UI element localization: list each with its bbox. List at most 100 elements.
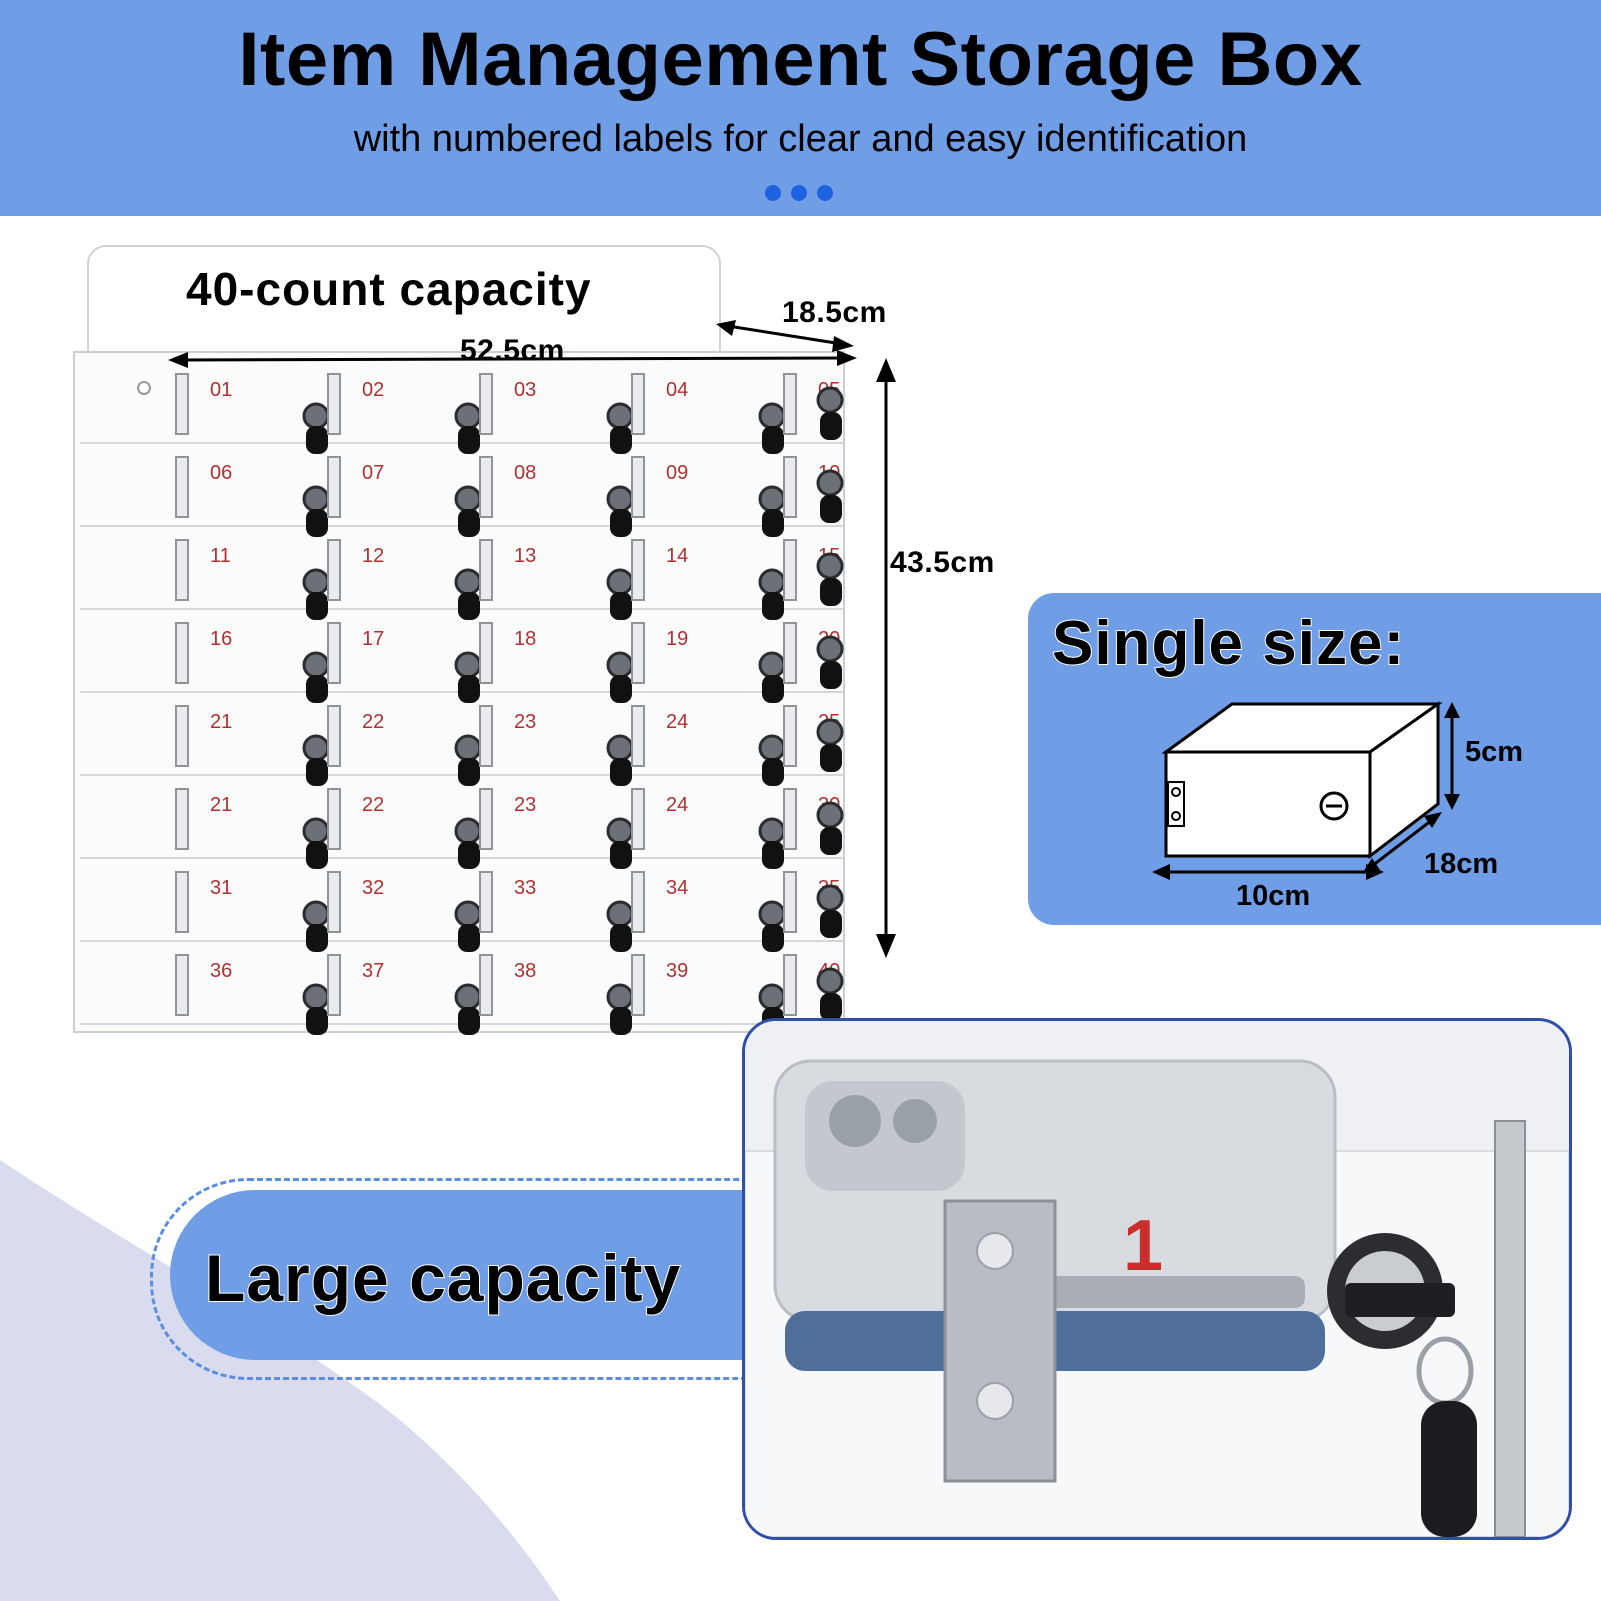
hinge-icon	[175, 954, 189, 1016]
decorative-dots	[765, 185, 833, 201]
key-icon	[458, 675, 480, 703]
key-icon	[610, 841, 632, 869]
compartment-number: 39	[666, 960, 688, 982]
hinge-icon	[327, 954, 341, 1016]
single-height-label: 5cm	[1465, 736, 1524, 768]
depth-dimension-label: 18.5cm	[782, 296, 887, 329]
single-box-diagram	[1152, 701, 1460, 880]
hinge-icon	[631, 373, 645, 435]
hinge-icon	[327, 456, 341, 518]
key-icon	[820, 910, 842, 938]
compartment-number: 24	[666, 711, 688, 733]
lock-icon	[302, 402, 330, 430]
key-icon	[306, 841, 328, 869]
key-icon	[610, 509, 632, 537]
hinge-icon	[175, 373, 189, 435]
header-band: Item Management Storage Box with numbere…	[0, 0, 1601, 216]
key-icon	[610, 1007, 632, 1035]
lock-icon	[758, 734, 786, 762]
key-icon	[306, 426, 328, 454]
lock-icon	[606, 568, 634, 596]
hinge-icon	[783, 954, 797, 1016]
key-icon	[458, 758, 480, 786]
closeup-illustration	[745, 1021, 1569, 1537]
lock-icon	[454, 651, 482, 679]
compartment-number: 33	[514, 877, 536, 899]
lock-icon	[816, 386, 844, 414]
hinge-icon	[783, 373, 797, 435]
hinge-icon	[175, 788, 189, 850]
hinge-icon	[783, 539, 797, 601]
key-icon	[306, 758, 328, 786]
hinge-icon	[783, 622, 797, 684]
compartment-number: 23	[514, 711, 536, 733]
compartment-number: 38	[514, 960, 536, 982]
hinge-icon	[631, 622, 645, 684]
lock-icon	[454, 900, 482, 928]
lock-icon	[454, 402, 482, 430]
key-icon	[762, 426, 784, 454]
hinge-icon	[783, 456, 797, 518]
hinge-icon	[479, 622, 493, 684]
key-icon	[820, 744, 842, 772]
dot-icon	[817, 185, 833, 201]
lock-icon	[606, 900, 634, 928]
key-icon	[306, 1007, 328, 1035]
compartment-number: 04	[666, 379, 688, 401]
key-icon	[306, 592, 328, 620]
hinge-icon	[631, 539, 645, 601]
compartment-number: 08	[514, 462, 536, 484]
closeup-photo: 1	[742, 1018, 1572, 1540]
single-depth-label: 18cm	[1424, 848, 1499, 880]
compartment-number: 14	[666, 545, 688, 567]
compartment-number: 21	[210, 794, 232, 816]
key-icon	[458, 426, 480, 454]
lock-icon	[302, 651, 330, 679]
compartment-number: 09	[666, 462, 688, 484]
compartment-number: 22	[362, 794, 384, 816]
page-subtitle: with numbered labels for clear and easy …	[353, 118, 1248, 160]
key-icon	[458, 841, 480, 869]
hinge-icon	[175, 622, 189, 684]
hinge-icon	[327, 705, 341, 767]
compartment-number-label: 1	[1123, 1206, 1164, 1286]
compartment-number: 31	[210, 877, 232, 899]
hinge-icon	[479, 954, 493, 1016]
key-icon	[458, 509, 480, 537]
lock-icon	[758, 900, 786, 928]
compartment-number: 21	[210, 711, 232, 733]
key-icon	[306, 509, 328, 537]
hinge-icon	[327, 539, 341, 601]
hinge-icon	[175, 539, 189, 601]
single-size-title: Single size:	[1051, 608, 1406, 679]
key-icon	[820, 827, 842, 855]
hinge-icon	[479, 871, 493, 933]
key-icon	[610, 426, 632, 454]
lock-icon	[758, 568, 786, 596]
hinge-icon	[631, 788, 645, 850]
key-icon	[762, 924, 784, 952]
compartment-number: 06	[210, 462, 232, 484]
page-title: Item Management Storage Box	[238, 17, 1363, 102]
key-icon	[610, 758, 632, 786]
compartment-number: 22	[362, 711, 384, 733]
compartment-number: 07	[362, 462, 384, 484]
lock-icon	[454, 734, 482, 762]
hinge-icon	[479, 539, 493, 601]
feature-label: Large capacity	[204, 1240, 682, 1316]
lock-icon	[454, 817, 482, 845]
compartment-number: 11	[210, 545, 231, 567]
key-icon	[762, 758, 784, 786]
hinge-icon	[327, 622, 341, 684]
lock-icon	[758, 485, 786, 513]
key-icon	[820, 495, 842, 523]
key-icon	[610, 592, 632, 620]
hinge-icon	[175, 456, 189, 518]
hinge-icon	[631, 954, 645, 1016]
width-dimension-label: 52.5cm	[460, 334, 565, 367]
hinge-icon	[783, 705, 797, 767]
compartment-number: 13	[514, 545, 536, 567]
compartment-number: 23	[514, 794, 536, 816]
compartment-number: 12	[362, 545, 384, 567]
key-icon	[762, 592, 784, 620]
